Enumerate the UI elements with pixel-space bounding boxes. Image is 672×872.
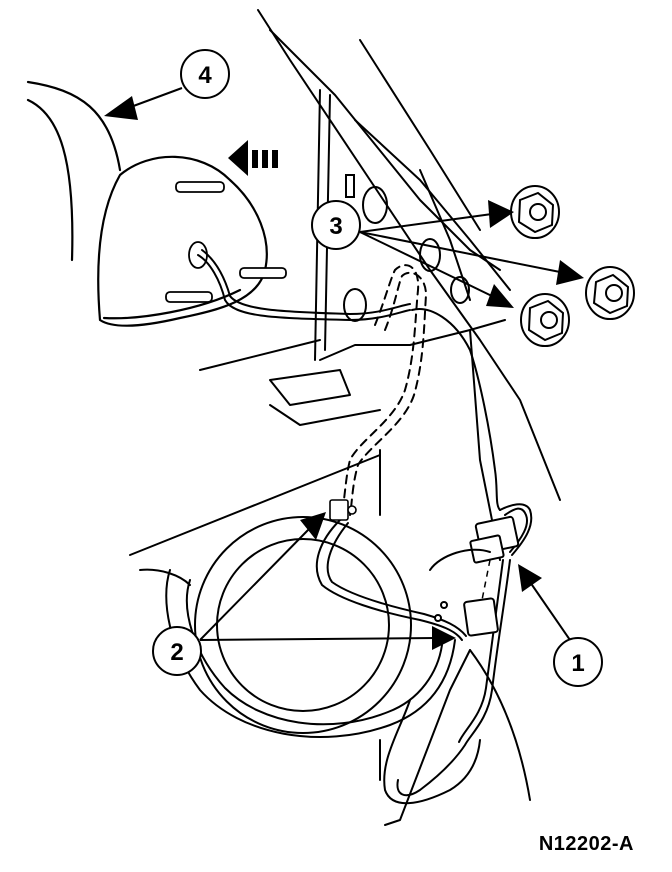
electrical-connectors xyxy=(434,515,520,637)
mirror-assembly xyxy=(26,80,268,327)
removal-direction-arrow xyxy=(228,140,278,176)
wiring-harness xyxy=(197,249,533,797)
mirror-studs xyxy=(165,181,287,303)
leader-arrowheads xyxy=(104,96,584,650)
mirror-nut-1 xyxy=(510,185,560,239)
callout-4: 4 xyxy=(180,49,230,99)
callout-2-label: 2 xyxy=(170,639,183,666)
callout-1: 1 xyxy=(553,637,603,687)
callout-1-label: 1 xyxy=(571,650,584,677)
panel-holes xyxy=(343,174,470,322)
callout-4-label: 4 xyxy=(198,62,212,89)
connector-guide-line xyxy=(481,559,491,601)
callout-3-label: 3 xyxy=(329,213,342,240)
mirror-nut-2 xyxy=(585,266,635,320)
harness-clip xyxy=(329,499,357,521)
leader-lines xyxy=(127,87,571,641)
figure-id: N12202-A xyxy=(538,833,634,855)
mirror-nut-3 xyxy=(520,293,570,347)
callout-3: 3 xyxy=(311,200,361,250)
callout-2: 2 xyxy=(152,626,202,676)
